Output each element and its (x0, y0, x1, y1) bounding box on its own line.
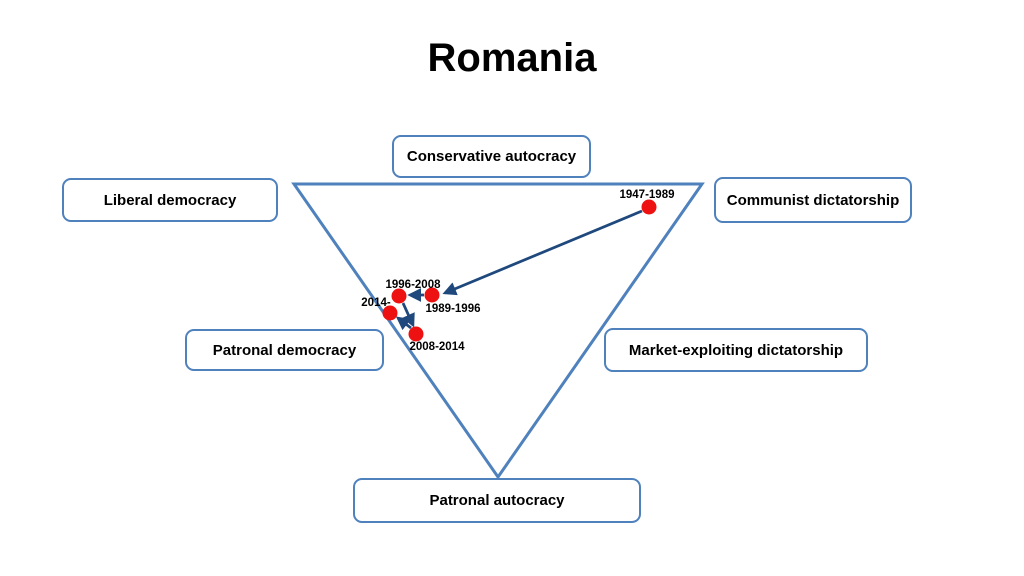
box-label: Patronal autocracy (429, 492, 565, 509)
page-title: Romania (427, 36, 597, 80)
data-point-label: 1996-2008 (386, 279, 442, 291)
data-point-1996-2008 (391, 288, 407, 304)
box-liberal-democracy: Liberal democracy (62, 178, 278, 222)
data-point-1989-1996 (424, 287, 440, 303)
box-market-exploiting-dictatorship: Market-exploiting dictatorship (604, 328, 868, 372)
box-patronal-democracy: Patronal democracy (185, 329, 384, 371)
data-point-label: 1947-1989 (620, 189, 675, 201)
box-label: Liberal democracy (103, 191, 237, 209)
data-point-label: 2008-2014 (410, 341, 466, 353)
arrow-1947-to-1989 (442, 209, 643, 296)
regime-triangle (291, 182, 705, 480)
box-label: Patronal democracy (212, 341, 357, 359)
data-point-1947-1989 (641, 199, 657, 215)
data-point-2014 (382, 305, 398, 321)
data-point-label: 1989-1996 (426, 303, 481, 315)
data-point-label: 2014- (361, 297, 391, 309)
box-label: Market-exploiting dictatorship (628, 341, 844, 359)
box-conservative-autocracy: Conservative autocracy (392, 135, 591, 178)
box-patronal-autocracy: Patronal autocracy (353, 478, 641, 523)
data-point-2008-2014 (408, 326, 424, 342)
box-label: Communist dictatorship (726, 191, 900, 209)
box-label: Conservative autocracy (406, 148, 577, 165)
arrow-1996-to-2008 (401, 302, 415, 328)
arrow-2008-to-2014 (395, 316, 412, 331)
box-communist-dictatorship: Communist dictatorship (714, 177, 912, 223)
